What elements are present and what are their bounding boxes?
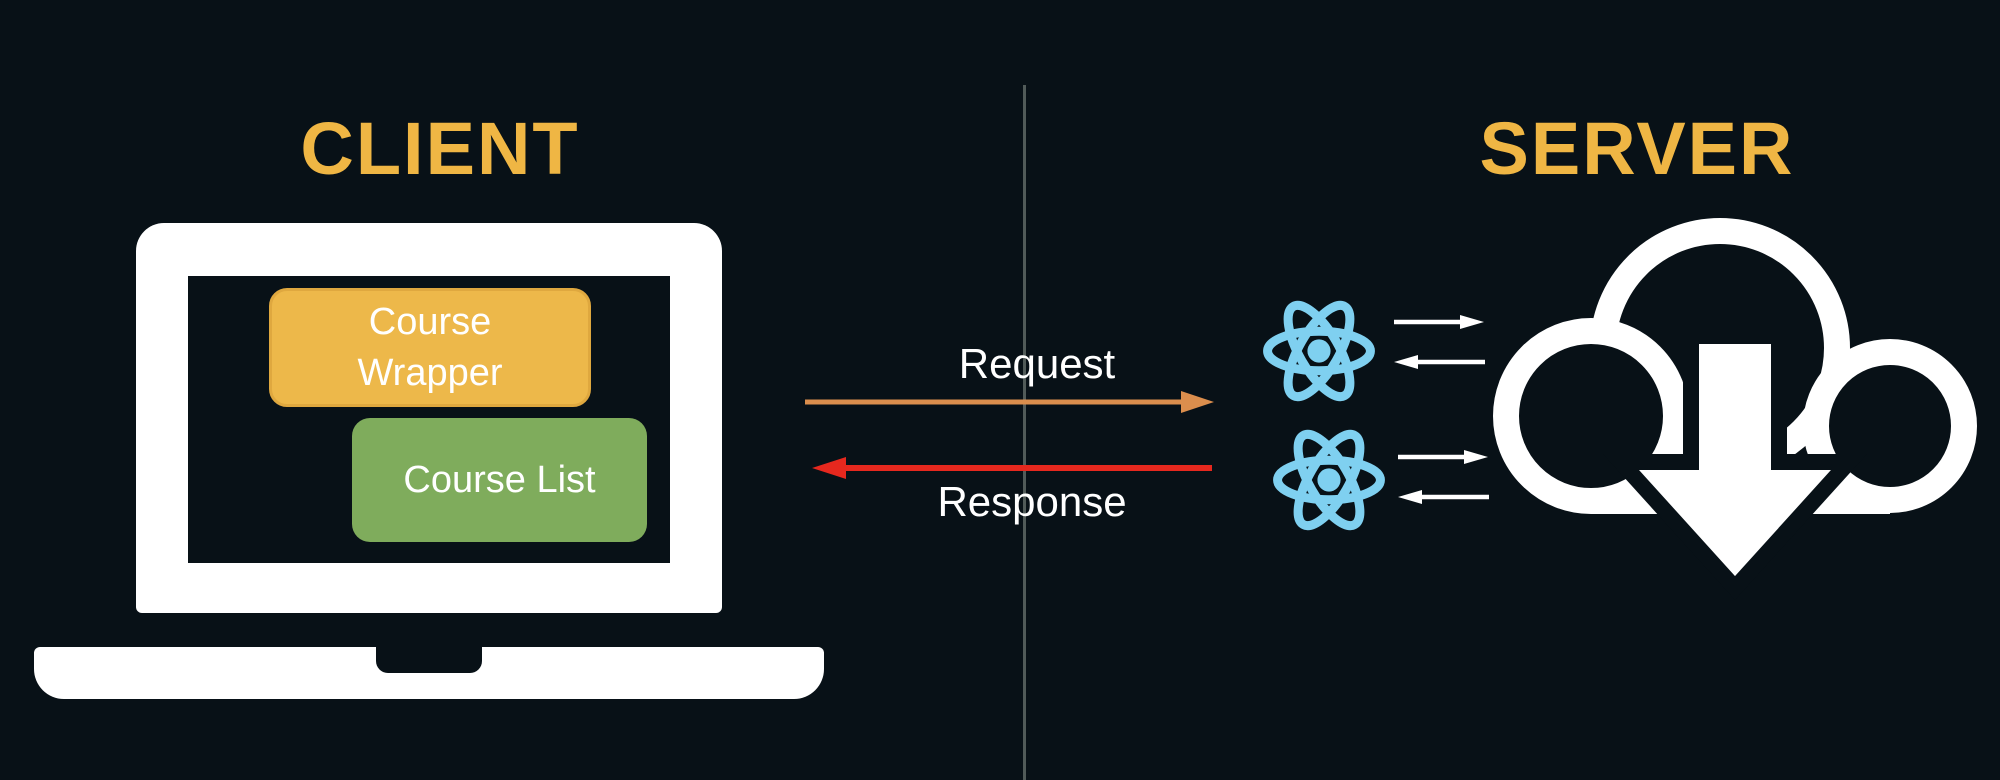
laptop-base-notch	[376, 647, 482, 673]
course-wrapper-label: Course Wrapper	[357, 301, 503, 394]
react-icon	[1263, 300, 1375, 402]
response-arrow	[812, 457, 1212, 479]
course-list-label: Course List	[403, 458, 596, 501]
exchange-arrows-icon	[1398, 450, 1489, 504]
request-label: Request	[958, 340, 1116, 387]
react-icon	[1273, 429, 1385, 531]
cloud-download-icon	[1493, 218, 1977, 600]
laptop-screen-content: Course Wrapper Course List	[188, 276, 670, 563]
request-arrow	[805, 391, 1214, 413]
laptop-icon: Course Wrapper Course List	[34, 223, 824, 699]
response-label: Response	[937, 478, 1127, 525]
exchange-arrows-icon	[1394, 315, 1485, 369]
laptop-base	[34, 647, 824, 699]
client-title: CLIENT	[300, 107, 580, 190]
course-wrapper-box: Course Wrapper	[269, 288, 591, 407]
divider-line	[1023, 85, 1026, 780]
laptop-screen: Course Wrapper Course List	[136, 223, 722, 613]
server-title: SERVER	[1479, 107, 1795, 190]
course-list-box: Course List	[352, 418, 647, 542]
